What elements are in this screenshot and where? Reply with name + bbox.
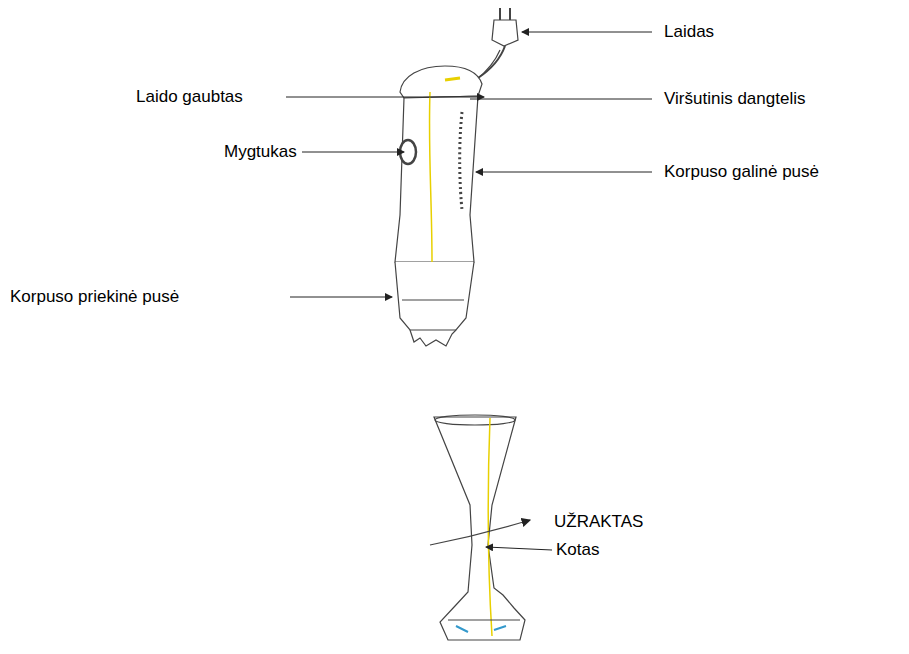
part-label: Laidas <box>662 22 716 42</box>
part-label: Kotas <box>554 540 601 560</box>
part-label: Korpuso galinė pusė <box>662 162 821 182</box>
part-label: Viršutinis dangtelis <box>662 89 807 109</box>
part-label: Laido gaubtas <box>134 87 245 107</box>
part-label: UŽRAKTAS <box>552 512 645 532</box>
leader-lines <box>286 32 652 550</box>
blender-shaft <box>430 415 530 640</box>
part-label: Korpuso priekinė pusė <box>8 287 181 307</box>
motor-unit <box>395 8 518 346</box>
part-label: Mygtukas <box>222 142 299 162</box>
